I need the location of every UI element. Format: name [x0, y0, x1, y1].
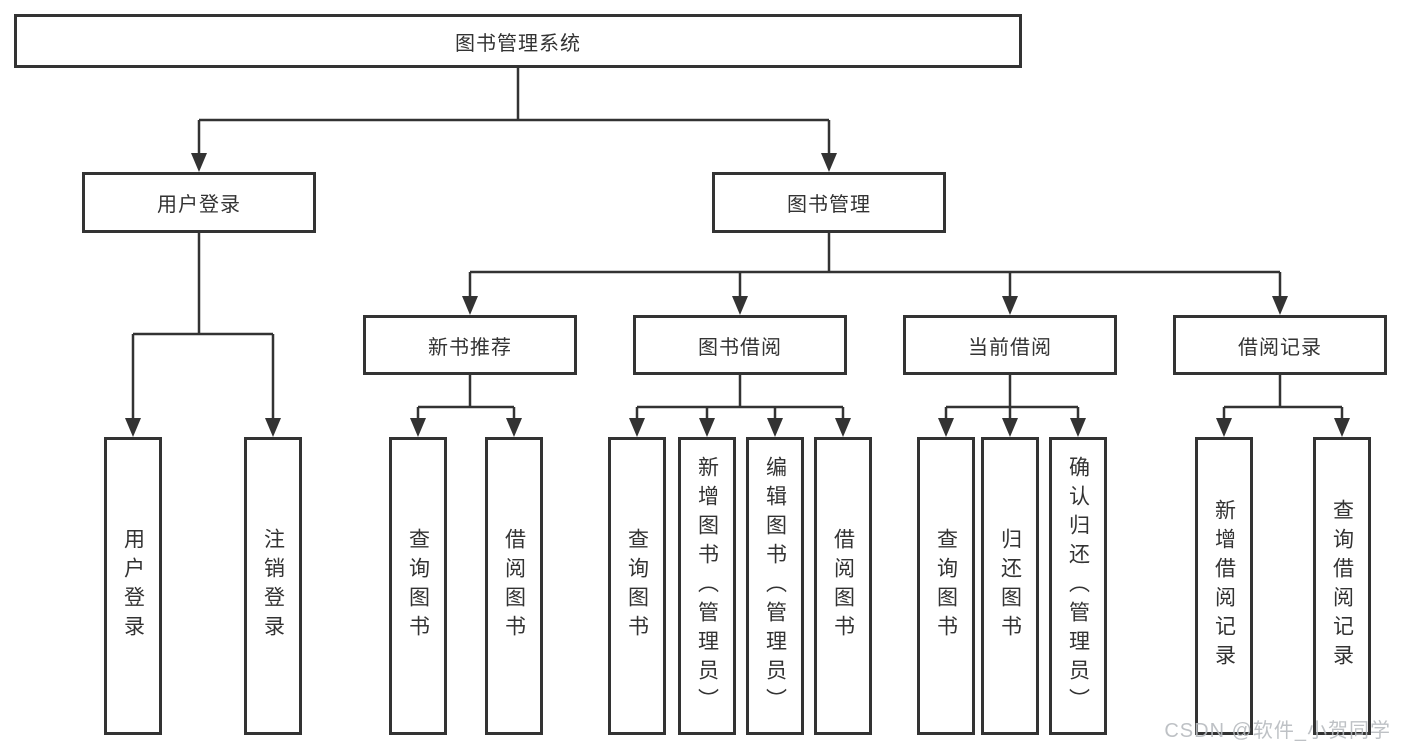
- leaf-user-login: 用户登录: [104, 437, 162, 735]
- leaf-add-borrow-record: 新增借阅记录: [1195, 437, 1253, 735]
- leaf-label: 确认归还（管理员）: [1066, 455, 1090, 717]
- leaf-label: 借阅图书: [831, 528, 855, 644]
- leaf-label: 查询借阅记录: [1330, 499, 1354, 673]
- node-root: 图书管理系统: [14, 14, 1022, 68]
- leaf-label: 新增借阅记录: [1212, 499, 1236, 673]
- leaf-borrow-books-recommend: 借阅图书: [485, 437, 543, 735]
- leaf-edit-book-admin: 编辑图书（管理员）: [746, 437, 804, 735]
- leaf-query-books-borrow: 查询图书: [608, 437, 666, 735]
- leaf-label: 归还图书: [998, 528, 1022, 644]
- leaf-borrow-books: 借阅图书: [814, 437, 872, 735]
- node-book-borrow: 图书借阅: [633, 315, 847, 375]
- leaf-query-borrow-record: 查询借阅记录: [1313, 437, 1371, 735]
- leaf-label: 借阅图书: [502, 528, 526, 644]
- leaf-add-book-admin: 新增图书（管理员）: [678, 437, 736, 735]
- leaf-confirm-return-admin: 确认归还（管理员）: [1049, 437, 1107, 735]
- leaf-label: 新增图书（管理员）: [695, 455, 719, 717]
- leaf-label: 用户登录: [121, 528, 145, 644]
- leaf-label: 查询图书: [406, 528, 430, 644]
- leaf-query-books-recommend: 查询图书: [389, 437, 447, 735]
- leaf-label: 编辑图书（管理员）: [763, 455, 787, 717]
- leaf-label: 查询图书: [934, 528, 958, 644]
- node-new-book-recommend: 新书推荐: [363, 315, 577, 375]
- leaf-label: 注销登录: [261, 528, 285, 644]
- leaf-query-books-current: 查询图书: [917, 437, 975, 735]
- node-borrow-records: 借阅记录: [1173, 315, 1387, 375]
- node-current-borrow: 当前借阅: [903, 315, 1117, 375]
- leaf-return-book: 归还图书: [981, 437, 1039, 735]
- node-book-management: 图书管理: [712, 172, 946, 233]
- leaf-logout: 注销登录: [244, 437, 302, 735]
- leaf-label: 查询图书: [625, 528, 649, 644]
- node-user-login: 用户登录: [82, 172, 316, 233]
- csdn-watermark: CSDN @软件_小贺同学: [1164, 720, 1391, 742]
